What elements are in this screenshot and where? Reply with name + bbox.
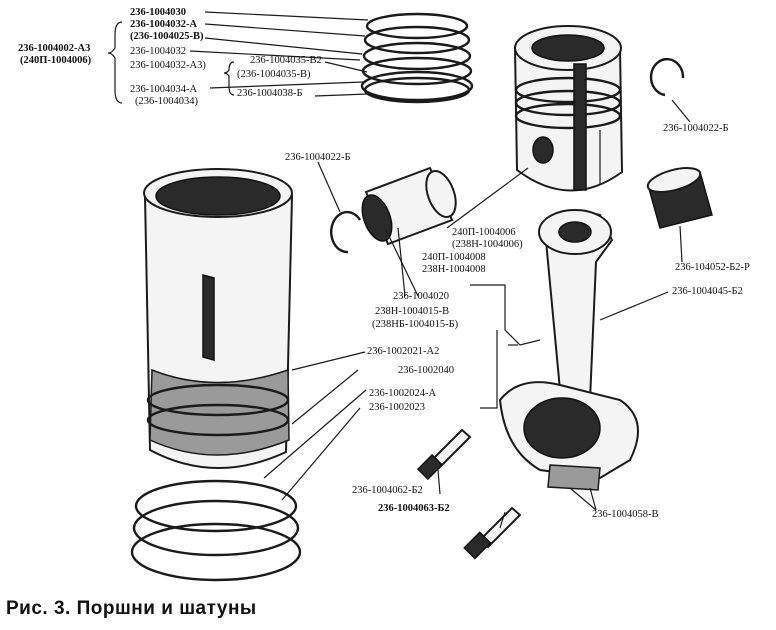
connecting-rod (498, 209, 639, 491)
label-ring-set: 236-1004002-А3 (18, 43, 91, 54)
label-bolt-lower: 236-1004063-Б2 (378, 503, 450, 514)
label-ring-spring: 236-1004038-Б (237, 88, 303, 99)
circlip-left (330, 210, 362, 254)
label-liner: 236-1002021-А2 (367, 346, 440, 357)
label-piston: 240П-1004006 (452, 227, 516, 238)
liner-seal-rings (130, 479, 302, 582)
label-circlip-right: 236-1004022-Б (663, 123, 729, 134)
label-ring-2-alt: (236-1004025-В) (130, 31, 204, 42)
piston (513, 25, 624, 192)
figure-caption: Рис. 3. Поршни и шатуны (6, 598, 257, 619)
bracket-ring-group (107, 21, 123, 104)
label-ring-oil: 236-1004034-А (130, 84, 198, 95)
label-rod-assy: 238Н-1004015-В (375, 306, 450, 317)
label-piston-alt: (238Н-1004006) (452, 239, 523, 250)
label-seal-ring: 236-1002023 (369, 402, 425, 413)
label-ring-3-alt: 236-1004032-А3) (130, 60, 206, 71)
piston-ring-set (360, 12, 474, 104)
label-ring-expander-alt: (236-1004035-В) (237, 69, 311, 80)
label-piston-assy: 240П-1004008 (422, 252, 486, 263)
bushing-right (646, 167, 713, 229)
circlip-right (649, 57, 685, 97)
label-piston-pin: 236-1004020 (393, 291, 449, 302)
label-rod-cap: 236-1004058-В (592, 509, 659, 520)
label-circlip-left: 236-1004022-Б (285, 152, 351, 163)
rod-bolt-upper (416, 428, 472, 481)
label-rod-assy-alt: (238НБ-1004015-Б) (372, 319, 459, 330)
cylinder-liner (143, 168, 294, 469)
rod-bolt-lower (463, 506, 522, 560)
label-bushing: 236-104052-Б2-Р (675, 262, 750, 273)
label-ring-expander: 236-1004035-В2 (250, 55, 322, 66)
label-liner-ring: 236-1002040 (398, 365, 454, 376)
piston-pin (361, 166, 457, 246)
label-ring-oil-alt: (236-1004034) (135, 96, 198, 107)
leader-lines (189, 11, 691, 529)
label-piston-assy-alt: 238Н-1004008 (422, 264, 486, 275)
label-bolt-upper: 236-1004062-Б2 (352, 485, 423, 496)
label-ring-3: 236-1004032 (130, 46, 186, 57)
label-seal-ring-a: 236-1002024-А (369, 388, 437, 399)
label-ring-2: 236-1004032-А (130, 19, 198, 30)
label-con-rod: 236-1004045-Б2 (672, 286, 743, 297)
label-ring-top: 236-1004030 (130, 7, 186, 18)
bracket-sub-group (223, 61, 235, 96)
label-ring-set-alt: (240П-1004006) (20, 55, 92, 66)
